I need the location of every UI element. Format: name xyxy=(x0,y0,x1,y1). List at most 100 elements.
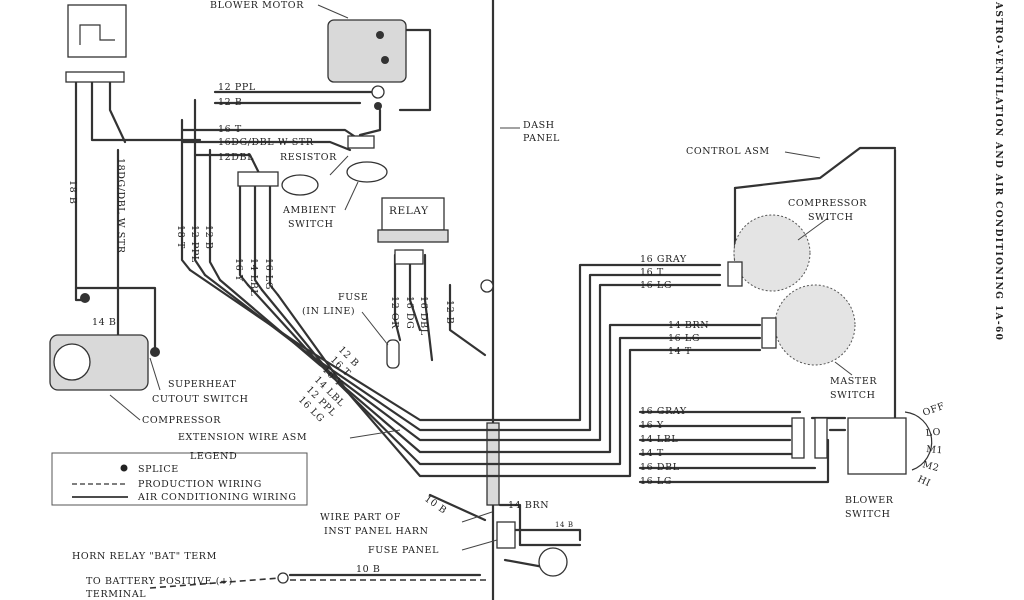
legend-box xyxy=(51,452,308,506)
blower-ground-2 xyxy=(374,102,382,110)
leader-comp-sw xyxy=(797,217,829,241)
compressor-switch-dial xyxy=(733,214,811,292)
resistor-body xyxy=(347,135,375,149)
relay-base xyxy=(377,229,449,243)
label-relay: RELAY xyxy=(389,205,429,217)
wl-14brn-panel: 14 BRN xyxy=(508,500,549,511)
compressor-switch-plug xyxy=(727,261,743,287)
harness-d xyxy=(246,283,762,454)
harness-e xyxy=(260,288,762,466)
label-fuse-panel: FUSE PANEL xyxy=(368,545,439,556)
label-superheat-2: CUTOUT SWITCH xyxy=(152,394,248,405)
compressor xyxy=(49,293,160,391)
label-blower-sw-1: BLOWER xyxy=(845,495,894,506)
leader-fuse xyxy=(361,311,389,346)
legend-title: LEGEND xyxy=(190,451,237,462)
wl-12b-v: 12 B xyxy=(203,225,214,250)
module-connector xyxy=(65,71,125,83)
top-left-module xyxy=(65,4,127,83)
label-fuse-1: FUSE xyxy=(338,292,368,303)
legend-ac: AIR CONDITIONING WIRING xyxy=(137,492,297,503)
relay-12b xyxy=(448,283,487,357)
wire-blower-loop xyxy=(398,28,432,112)
pos-off: OFF xyxy=(921,401,946,419)
wl-14lbl-v: 14 LBL xyxy=(248,258,259,296)
wl-12ppl-v: 12 PPL xyxy=(189,225,200,263)
wl-12or: 12 OR xyxy=(389,296,400,329)
wire-16dg-top xyxy=(180,140,352,152)
label-superheat-1: SUPERHEAT xyxy=(168,379,236,390)
wl-18dg: 18DG/DBL W STR xyxy=(115,158,126,254)
wire-14brn-panel xyxy=(498,503,582,547)
ambient-switch xyxy=(237,161,388,196)
leader-resistor xyxy=(329,155,349,176)
horn-relay-terminal xyxy=(277,572,289,584)
relay-16dg xyxy=(408,253,422,332)
label-battery-1: TO BATTERY POSITIVE (+) xyxy=(86,576,233,587)
fuse-panel xyxy=(277,279,568,584)
wl-ms-14t: 14 T xyxy=(668,346,692,357)
resistor xyxy=(347,135,375,149)
wl-18b: 18 B xyxy=(67,180,78,205)
harness-c xyxy=(218,278,722,442)
wl-bs-16y: 16 Y xyxy=(640,420,664,431)
label-compressor: COMPRESSOR xyxy=(142,415,221,426)
leader-superheat xyxy=(149,357,161,391)
wl-cs-16lg: 16 LG xyxy=(640,280,672,291)
compressor-clutch xyxy=(53,343,91,381)
label-master-1: MASTER xyxy=(830,376,877,387)
bundle-v3 xyxy=(208,148,222,282)
blower-motor-body xyxy=(327,19,407,83)
wl-16dbl-r: 16 DBL xyxy=(418,296,429,336)
inline-fuse xyxy=(386,339,400,369)
bundle-v1 xyxy=(180,118,192,272)
wl-ms-14brn: 14 BRN xyxy=(668,320,709,331)
wiring-paths xyxy=(74,0,897,600)
leader-ambient xyxy=(344,181,359,211)
master-switch-plug xyxy=(761,317,777,349)
resistor-coil xyxy=(281,174,319,196)
wire-12dbl-top xyxy=(193,153,262,177)
label-horn-relay: HORN RELAY "BAT" TERM xyxy=(72,551,217,562)
leader-control xyxy=(784,151,821,159)
master-switch xyxy=(761,284,856,366)
wl-bs-gray: 16 GRAY xyxy=(640,406,687,417)
leader-blower xyxy=(317,4,349,19)
master-switch-dial xyxy=(774,284,856,366)
side-title: ASTRO-VENTILATION AND AIR CONDITIONING 1… xyxy=(993,1,1003,341)
wl-10b-lower: 10 B xyxy=(356,564,381,575)
blower-switch-arc xyxy=(904,411,933,471)
label-control-asm: CONTROL ASM xyxy=(686,146,770,157)
bundle-v6 xyxy=(268,178,280,297)
label-master-2: SWITCH xyxy=(830,390,876,401)
wl-ms-16lg: 16 LG xyxy=(668,333,700,344)
harness-f xyxy=(276,293,762,478)
blower-ground xyxy=(371,85,385,99)
blower-terminal-2 xyxy=(381,56,389,64)
legend: LEGEND SPLICE PRODUCTION WIRING AIR COND… xyxy=(51,451,308,506)
wire-14b-comp xyxy=(74,286,157,352)
relay-connector xyxy=(394,249,424,265)
pos-m2: M2 xyxy=(921,459,940,474)
label-dash-2: PANEL xyxy=(523,133,560,144)
wl-12b-r: 12 B xyxy=(444,300,455,325)
blower-switch xyxy=(791,411,933,475)
blower-switch-body xyxy=(847,417,907,475)
module-trace xyxy=(79,24,115,45)
wl-cs-gray: 16 GRAY xyxy=(640,254,687,265)
leader-compressor xyxy=(109,394,141,421)
pos-lo: LO xyxy=(925,427,941,439)
fuse-panel-body xyxy=(496,521,516,549)
label-blower-sw-2: SWITCH xyxy=(845,509,891,520)
bundle-v4 xyxy=(238,178,250,287)
label-extension: EXTENSION WIRE ASM xyxy=(178,432,307,443)
leader-wire-part xyxy=(461,511,493,523)
ambient-switch-body xyxy=(346,161,388,183)
label-wire-part-1: WIRE PART OF xyxy=(320,512,401,523)
label-battery-2: TERMINAL xyxy=(86,589,146,600)
wire-module-feed-2 xyxy=(108,78,127,144)
wire-10b-upper xyxy=(428,493,487,522)
blower-motor xyxy=(327,19,407,110)
blower-plug-2 xyxy=(814,417,828,459)
label-ambient-2: SWITCH xyxy=(288,219,334,230)
